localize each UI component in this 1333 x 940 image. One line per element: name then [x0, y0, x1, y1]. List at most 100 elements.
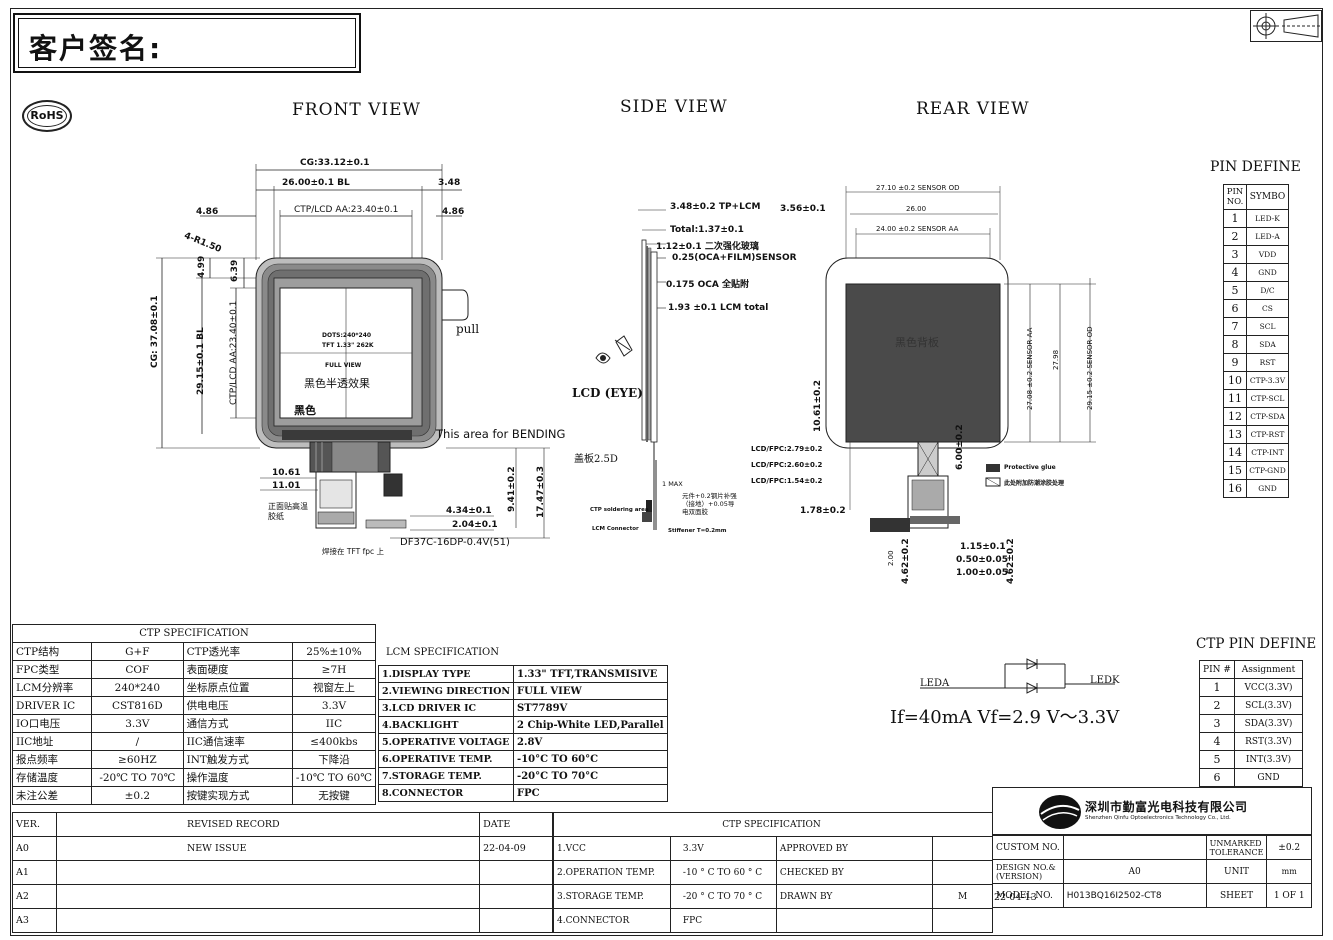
lcm-spec-label: 8.CONNECTOR — [377, 784, 515, 802]
rev-date — [479, 884, 553, 909]
rear-fpc-260: LCD/FPC:2.60±0.2 — [751, 461, 823, 469]
ctp-spec-cell: 操作温度 — [182, 768, 293, 787]
pin-number: 15 — [1223, 461, 1247, 480]
ctp-spec2-label: 3.STORAGE TEMP. — [553, 884, 671, 909]
rev-record: NEW ISSUE — [55, 836, 481, 861]
rear-fpc-154: LCD/FPC:1.54±0.2 — [751, 477, 823, 485]
lcm-spec-title: LCM SPECIFICATION — [386, 647, 499, 658]
ctp-pin-title: CTP PIN DEFINE — [1196, 636, 1317, 652]
rev-date — [479, 860, 553, 885]
front-bl-height: 29.15±0.1 BL — [196, 327, 206, 395]
front-tft: TFT 1.33" 262K — [322, 342, 374, 349]
tb-tol-value: ±0.2 — [1266, 835, 1312, 860]
front-cg-width: CG:33.12±0.1 — [300, 158, 370, 168]
ctp-spec-cell: 视窗左上 — [291, 678, 377, 697]
lcm-spec-row: 6.OPERATIVE TEMP.-10°C TO 60°C — [377, 750, 668, 768]
lcm-spec-value: -10°C TO 60°C — [513, 750, 668, 768]
pin-symbol: CTP-SDA — [1246, 407, 1289, 426]
rear-od-width: 27.10 ±0.2 SENSOR OD — [876, 184, 960, 192]
lcm-spec-label: 6.OPERATIVE TEMP. — [377, 750, 515, 768]
projection-symbol-icon — [1250, 10, 1322, 42]
approval-label: APPROVED BY — [775, 836, 934, 861]
ctp-spec-cell: LCM分辨率 — [11, 678, 93, 697]
pin-number: 7 — [1223, 317, 1247, 336]
side-oca: 0.175 OCA 全贴附 — [666, 280, 749, 290]
rev-version: A3 — [12, 908, 57, 933]
rev-head-rec: REVISED RECORD — [55, 812, 481, 837]
lcm-spec-value: 2 Chip-White LED,Parallel — [513, 716, 668, 734]
ctp-spec-cell: IO口电压 — [11, 714, 93, 733]
ctp-spec-cell: IIC地址 — [11, 732, 93, 751]
approval-empty — [932, 836, 993, 861]
pin-number: 2 — [1223, 227, 1247, 246]
revision-row: A1 — [12, 860, 553, 885]
front-bending: This area for BENDING — [436, 427, 566, 441]
rev-record — [55, 860, 481, 885]
pin-symbol: CS — [1246, 299, 1289, 318]
ctp-spec2-value: FPC — [669, 908, 777, 933]
lcm-spec-value: FPC — [513, 784, 668, 802]
ctp-spec-cell: ±0.2 — [91, 786, 184, 805]
rev-date: 22-04-09 — [479, 836, 553, 861]
tb-custom-no-label: CUSTOM NO. — [992, 835, 1064, 860]
pin-head-no: PIN NO. — [1223, 184, 1247, 210]
ctp-spec-cell: ≥60HZ — [91, 750, 184, 769]
lcm-spec-row: 7.STORAGE TEMP.-20°C TO 70°C — [377, 767, 668, 785]
rear-view-title: REAR VIEW — [916, 99, 1030, 119]
pin-symbol: D/C — [1246, 281, 1289, 300]
signature-box: 客户签名: — [13, 13, 361, 73]
ctp-pin-head-assign: Assignment — [1234, 660, 1303, 679]
ctp-pin-assignment: VCC(3.3V) — [1234, 678, 1303, 697]
rear-dim-178: 1.78±0.2 — [800, 506, 846, 516]
ctp-pin-assignment: SCL(3.3V) — [1234, 696, 1303, 715]
pin-define-title: PIN DEFINE — [1210, 159, 1301, 175]
rear-h2798: 27.98 — [1052, 349, 1060, 370]
front-pull: pull — [456, 322, 480, 336]
ctp-spec-cell: 坐标原点位置 — [182, 678, 293, 697]
company-logo-icon — [1039, 795, 1081, 829]
rear-dim-600: 6.00±0.2 — [955, 424, 965, 470]
tb-unit-label: UNIT — [1205, 859, 1268, 884]
lcm-spec-label: 1.DISPLAY TYPE — [377, 665, 515, 683]
ctp-spec2-value: -10 ° C TO 60 ° C — [669, 860, 777, 885]
signature-label: 客户签名: — [29, 32, 163, 65]
lcm-spec-label: 2.VIEWING DIRECTION — [377, 682, 515, 700]
ctp-pin-header-row: PIN # Assignment — [1199, 660, 1303, 679]
pin-symbol: LED-K — [1246, 209, 1289, 228]
lcm-spec-value: 2.8V — [513, 733, 668, 751]
ctp-spec-cell: INT触发方式 — [182, 750, 293, 769]
rev-date — [479, 908, 553, 933]
pin-symbol: CTP-3.3V — [1246, 371, 1289, 390]
pin-symbol: RST — [1246, 353, 1289, 372]
lcm-spec-label: 5.OPERATIVE VOLTAGE — [377, 733, 515, 751]
rear-dim-462a: 4.62±0.2 — [901, 538, 911, 584]
tb-sheet-label: SHEET — [1205, 883, 1268, 908]
side-lcm-connector: LCM Connector — [592, 526, 639, 532]
lcm-spec-value: -20°C TO 70°C — [513, 767, 668, 785]
ctp-pin-number: 1 — [1199, 678, 1235, 697]
ctp-spec-cell: 报点频率 — [11, 750, 93, 769]
ctp-spec-cell: 存储温度 — [11, 768, 93, 787]
side-stiffener: Stiffener T=0.2mm — [668, 528, 727, 534]
pin-number: 10 — [1223, 371, 1247, 390]
revision-row: A2 — [12, 884, 553, 909]
ctp-spec-cell: IIC — [291, 714, 377, 733]
pin-symbol: CTP-GND — [1246, 461, 1289, 480]
ctp-spec-cell: CST816D — [91, 696, 184, 715]
pin-symbol: CTP-SCL — [1246, 389, 1289, 408]
rev-record — [55, 908, 481, 933]
